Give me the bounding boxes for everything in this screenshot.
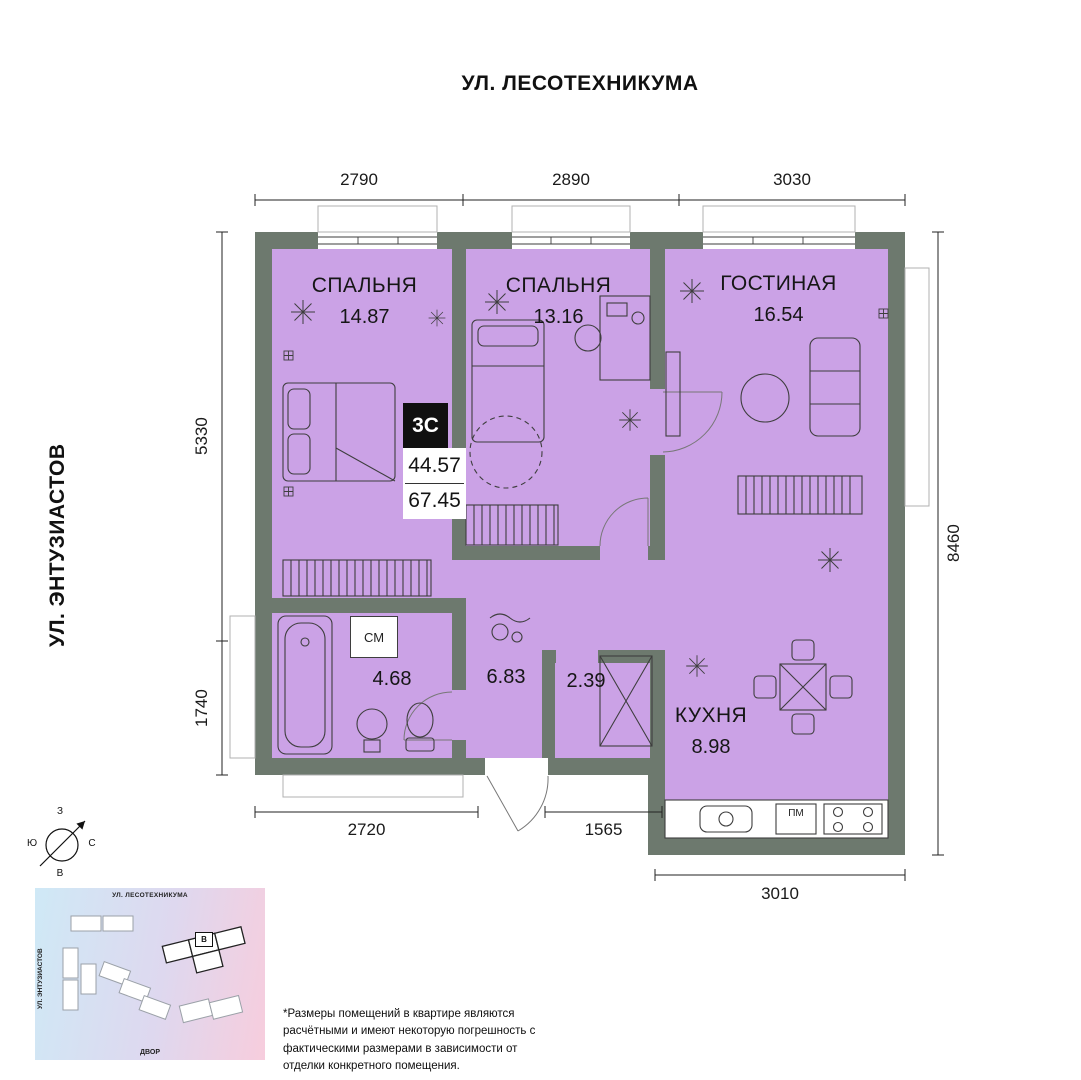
outlet-icons [283,308,889,497]
dimension-lines [216,194,944,881]
dim-top-left: 2790 [340,170,378,189]
door-arcs [403,391,723,832]
minimap-buildings [62,915,246,1024]
wardrobe-icon-3 [737,475,863,515]
sink-icon [356,708,388,753]
toilet-icon [405,702,435,752]
living-area-value: 44.57 [405,454,464,484]
wardrobe-icon [282,559,432,597]
room-area-bathroom: 4.68 [372,668,412,690]
desk-icon [574,295,651,381]
site-minimap: УЛ. ЛЕСОТЕХНИКУМА УЛ. ЭНТУЗИАСТОВ ДВОР В [35,888,265,1060]
unit-area-box: 44.57 67.45 [403,448,466,519]
room-label-kitchen: КУХНЯ [674,704,748,727]
dishwasher-label: ПМ [788,808,804,819]
coat-hooks-icon [489,613,531,643]
compass-letter-right: С [88,838,96,849]
round-table-icon [740,373,790,423]
dim-top-middle: 2890 [552,170,590,189]
room-area-bedroom1: 14.87 [339,306,390,328]
facade-ledges [229,205,930,798]
minimap-street-left: УЛ. ЭНТУЗИАСТОВ [37,948,44,1010]
compass-letter-left: Ю [26,838,38,849]
room-label-living: ГОСТИНАЯ [720,272,837,295]
bathtub-icon [277,615,333,755]
street-label-top: УЛ. ЛЕСОТЕХНИКУМА [461,72,699,95]
furniture-layer [277,278,889,839]
room-label-bedroom1: СПАЛЬНЯ [311,274,418,297]
room-area-living: 16.54 [753,304,804,326]
dim-bottom-left: 2720 [347,820,386,839]
dim-left-lower: 1740 [192,689,211,727]
windows-layer [318,232,855,249]
dim-top-right: 3030 [773,170,811,189]
minimap-building-badge: В [195,932,213,947]
room-area-closet: 2.39 [566,670,606,692]
room-area-hallway: 6.83 [486,666,526,688]
room-label-bedroom2: СПАЛЬНЯ [505,274,612,297]
kitchen-counter-icon [664,799,889,839]
unit-type-badge: 3С [403,403,448,448]
sofa-icon [809,337,861,437]
dim-right: 8460 [944,524,963,563]
minimap-yard-label: ДВОР [140,1049,160,1056]
highlighted-building [161,926,246,974]
dining-table-icon [753,639,853,735]
bed-single-icon [471,319,545,443]
tv-console-icon [665,351,681,437]
rug-icon [469,415,543,489]
washing-machine-label: СМ [350,616,398,658]
compass-icon [39,820,86,867]
dim-bottom-right: 3010 [761,884,799,903]
room-area-kitchen: 8.98 [691,736,731,758]
wardrobe-icon-2 [465,504,559,546]
compass-letter-bottom: В [56,868,64,879]
bed-double-icon [282,382,396,482]
footnote-text: *Размеры помещений в квартире являются р… [283,1008,536,1072]
minimap-street-top: УЛ. ЛЕСОТЕХНИКУМА [112,892,188,899]
dim-bottom-middle: 1565 [584,820,623,839]
total-area-value: 67.45 [408,489,461,512]
closet-wardrobe-icon [599,655,653,747]
dim-left-upper: 5330 [192,417,211,456]
compass-letter-top: З [56,806,64,817]
room-area-bedroom2: 13.16 [533,306,584,328]
rooms-layer [265,240,895,846]
